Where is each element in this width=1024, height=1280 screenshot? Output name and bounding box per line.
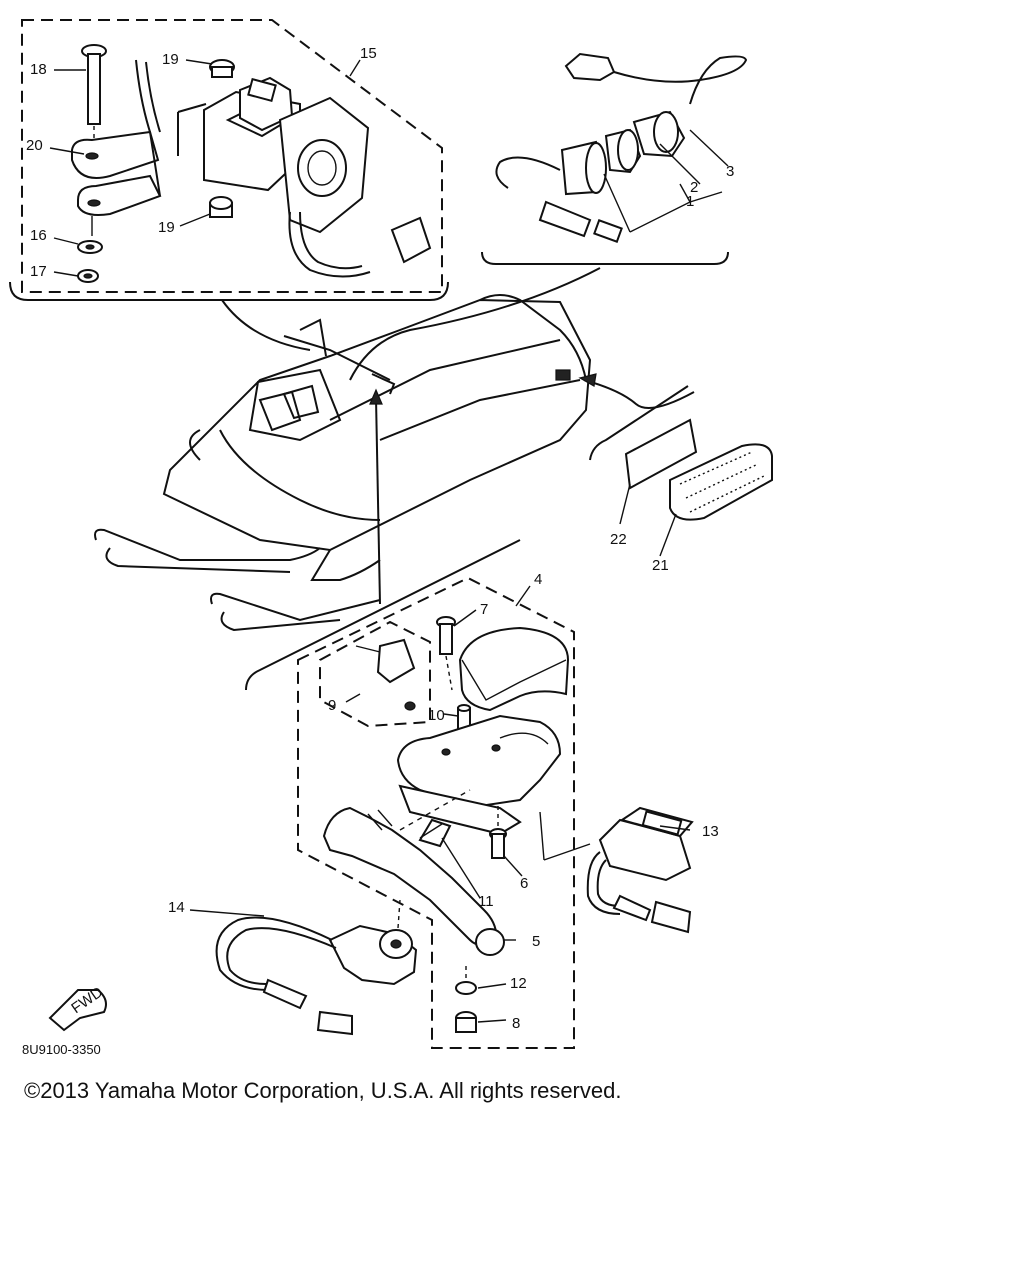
- taillight-21: [669, 443, 773, 521]
- throttle-cover: [458, 626, 570, 712]
- gasket-22: [624, 418, 698, 490]
- bolt-18: [81, 44, 107, 146]
- callout-1-bracket: [603, 173, 723, 233]
- callout-16: 16: [30, 227, 47, 244]
- nut-8: [455, 1011, 477, 1033]
- callout-2: 2: [690, 179, 698, 196]
- callout-9: 9: [328, 697, 336, 714]
- snowmobile-body: [162, 294, 592, 581]
- diagram-code: 8U9100-3350: [22, 1042, 101, 1057]
- callout-4: 4: [534, 571, 542, 588]
- ski-front-right: [210, 592, 381, 632]
- group-15-outline: [9, 19, 449, 301]
- callout-1: 1: [686, 193, 694, 210]
- ski-front-left: [94, 528, 321, 573]
- bracket-20: [71, 59, 162, 216]
- throttle-lever-5: [322, 806, 505, 956]
- leader-21: [659, 513, 677, 557]
- nut-17: [77, 269, 99, 283]
- callout-20: 20: [26, 137, 43, 154]
- throttle-switch-14: [215, 899, 418, 1036]
- key-lanyard: [564, 52, 748, 105]
- washer-16: [77, 216, 103, 254]
- leader-22: [619, 483, 631, 525]
- group-4-outline: [245, 539, 575, 1049]
- callout-3: 3: [726, 163, 734, 180]
- callout-15: 15: [360, 45, 377, 62]
- callout-19-bottom: 19: [158, 219, 175, 236]
- handlebar: [283, 318, 396, 395]
- wire-group15-to-sled: [221, 299, 311, 351]
- callout-17: 17: [30, 263, 47, 280]
- callout-19-top: 19: [162, 51, 179, 68]
- callout-11: 11: [478, 893, 494, 910]
- callout-10: 10: [428, 707, 445, 724]
- unit-13: [586, 806, 694, 934]
- callout-14: 14: [168, 899, 185, 916]
- callout-21: 21: [652, 557, 669, 574]
- callout-7: 7: [480, 601, 488, 618]
- arrow-taillight-to-body: [555, 369, 695, 409]
- wire-group1-to-sled: [349, 267, 601, 381]
- main-switch-1: [495, 110, 686, 243]
- grommet-19-top: [209, 59, 235, 78]
- fwd-arrow-icon: FWD: [48, 984, 107, 1032]
- callout-6: 6: [520, 875, 528, 892]
- grommet-19-bottom: [209, 196, 233, 218]
- bracket-link-line-2: [177, 103, 207, 113]
- arrow-throttle-to-handlebar: [369, 388, 383, 605]
- screw-7: [436, 616, 456, 691]
- washer-12: [455, 966, 477, 995]
- callout-13: 13: [702, 823, 719, 840]
- throttle-housing: [396, 714, 562, 836]
- bolt-6: [489, 806, 507, 859]
- cdi-unit-15: [203, 76, 432, 278]
- group-1-outline: [481, 251, 729, 265]
- callout-18: 18: [30, 61, 47, 78]
- callout-leaders: [49, 59, 729, 1023]
- stop-switch-9: [355, 638, 416, 711]
- copyright-notice: ©2013 Yamaha Motor Corporation, U.S.A. A…: [24, 1078, 622, 1103]
- callout-22: 22: [610, 531, 627, 548]
- exploded-parts-diagram: FWD 1 2 3 4 5 6 7 8 9 10 11 12 13 14 15 …: [9, 19, 773, 1057]
- leader-group-4-to-13: [539, 811, 591, 861]
- callout-8: 8: [512, 1015, 520, 1032]
- callout-5: 5: [532, 933, 540, 950]
- callout-12: 12: [510, 975, 527, 992]
- taillight-outline: [589, 385, 689, 461]
